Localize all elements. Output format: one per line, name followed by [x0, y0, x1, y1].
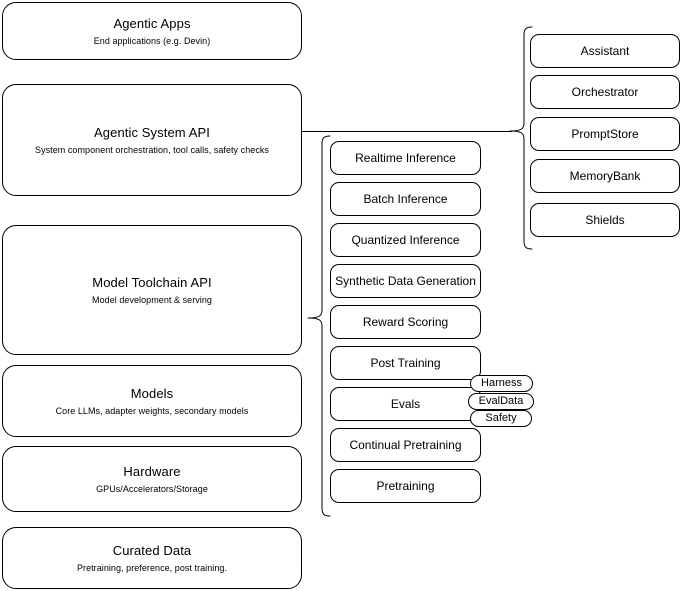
toolchain-item-label: Pretraining [376, 479, 435, 493]
toolchain-item-post-training[interactable]: Post Training [330, 346, 481, 380]
system-item-orchestrator[interactable]: Orchestrator [530, 75, 680, 109]
toolchain-item-label: Synthetic Data Generation [335, 274, 476, 288]
toolchain-item-reward-scoring[interactable]: Reward Scoring [330, 305, 481, 339]
toolchain-item-pretraining[interactable]: Pretraining [330, 469, 481, 503]
layer-box-models[interactable]: Models Core LLMs, adapter weights, secon… [2, 365, 302, 437]
toolchain-item-realtime-inference[interactable]: Realtime Inference [330, 141, 481, 175]
toolchain-item-label: Realtime Inference [355, 151, 456, 165]
toolchain-item-quantized-inference[interactable]: Quantized Inference [330, 223, 481, 257]
toolchain-item-label: Batch Inference [363, 192, 448, 206]
toolchain-item-label: Quantized Inference [351, 233, 460, 247]
toolchain-item-label: Reward Scoring [362, 315, 449, 329]
toolchain-item-label: Evals [390, 397, 421, 411]
system-item-label: MemoryBank [569, 169, 641, 183]
layer-subtitle: System component orchestration, tool cal… [35, 144, 269, 155]
toolchain-item-label: Post Training [370, 356, 441, 370]
toolchain-item-batch-inference[interactable]: Batch Inference [330, 182, 481, 216]
layer-subtitle: GPUs/Accelerators/Storage [96, 483, 208, 494]
system-item-label: Shields [585, 213, 625, 227]
toolchain-item-continual-pretraining[interactable]: Continual Pretraining [330, 428, 481, 462]
layer-subtitle: Core LLMs, adapter weights, secondary mo… [55, 405, 249, 416]
layer-subtitle: Model development & serving [92, 294, 212, 305]
brace-toolchain [307, 135, 331, 517]
layer-title: Model Toolchain API [92, 274, 212, 290]
evals-subcomponent-label: Safety [485, 412, 517, 424]
layer-subtitle: End applications (e.g. Devin) [93, 35, 211, 46]
layer-title: Models [130, 385, 174, 401]
system-item-memorybank[interactable]: MemoryBank [530, 159, 680, 193]
toolchain-item-evals[interactable]: Evals [330, 387, 481, 421]
layer-box-agentic-apps[interactable]: Agentic Apps End applications (e.g. Devi… [2, 2, 302, 60]
toolchain-item-label: Continual Pretraining [349, 438, 462, 452]
evals-subcomponent-harness[interactable]: Harness [470, 375, 533, 392]
system-item-promptstore[interactable]: PromptStore [530, 117, 680, 151]
layer-subtitle: Pretraining, preference, post training. [76, 562, 228, 573]
layer-box-model-toolchain-api[interactable]: Model Toolchain API Model development & … [2, 225, 302, 355]
connector-line-system-api [302, 131, 512, 132]
system-item-label: PromptStore [571, 127, 639, 141]
layer-title: Agentic System API [94, 124, 210, 140]
toolchain-item-synthetic-data-generation[interactable]: Synthetic Data Generation [330, 264, 481, 298]
system-item-label: Assistant [580, 44, 630, 58]
system-item-shields[interactable]: Shields [530, 203, 680, 237]
evals-subcomponent-label: EvalData [478, 395, 524, 407]
evals-subcomponent-label: Harness [481, 377, 522, 389]
system-item-assistant[interactable]: Assistant [530, 34, 680, 68]
brace-system-api [509, 26, 533, 250]
layer-box-curated-data[interactable]: Curated Data Pretraining, preference, po… [2, 527, 302, 589]
layer-box-hardware[interactable]: Hardware GPUs/Accelerators/Storage [2, 446, 302, 512]
layer-title: Agentic Apps [113, 15, 191, 31]
evals-subcomponent-safety[interactable]: Safety [470, 410, 532, 427]
layer-title: Hardware [123, 463, 181, 479]
evals-subcomponent-evaldata[interactable]: EvalData [468, 393, 534, 410]
system-item-label: Orchestrator [571, 85, 639, 99]
layer-title: Curated Data [112, 542, 192, 558]
layer-box-agentic-system-api[interactable]: Agentic System API System component orch… [2, 84, 302, 196]
